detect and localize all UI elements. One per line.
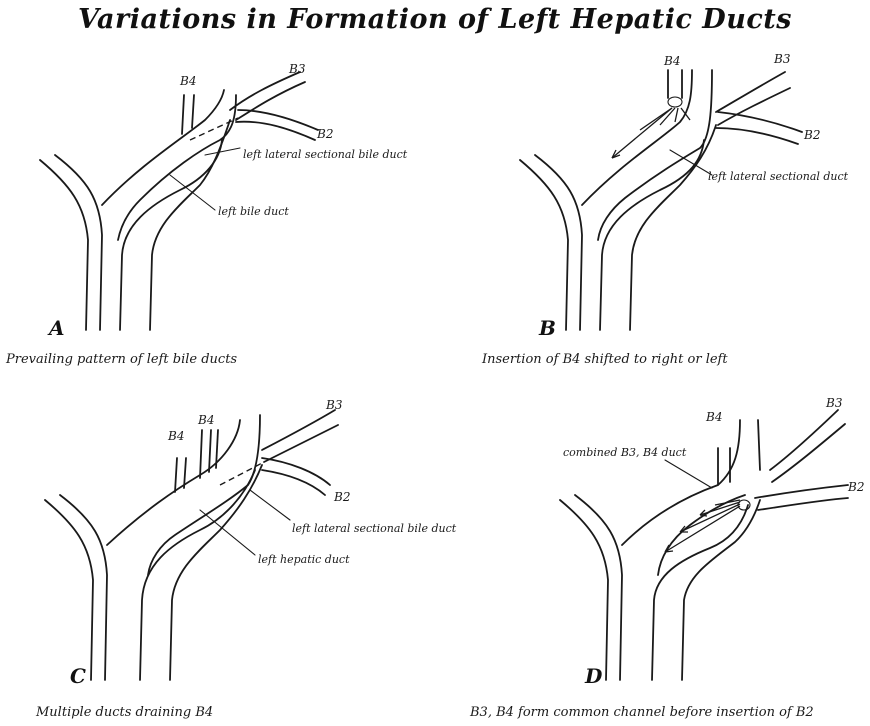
panel-d-label-combined-duct: combined B3, B4 duct: [563, 446, 686, 459]
panel-d-segment-b2: B2: [848, 480, 864, 494]
panel-d-caption: B3, B4 form common channel before insert…: [470, 705, 814, 720]
panel-d-segment-b4: B4: [706, 410, 722, 424]
panel-d-letter: D: [585, 664, 602, 688]
panel-d-segment-b3: B3: [826, 396, 842, 410]
